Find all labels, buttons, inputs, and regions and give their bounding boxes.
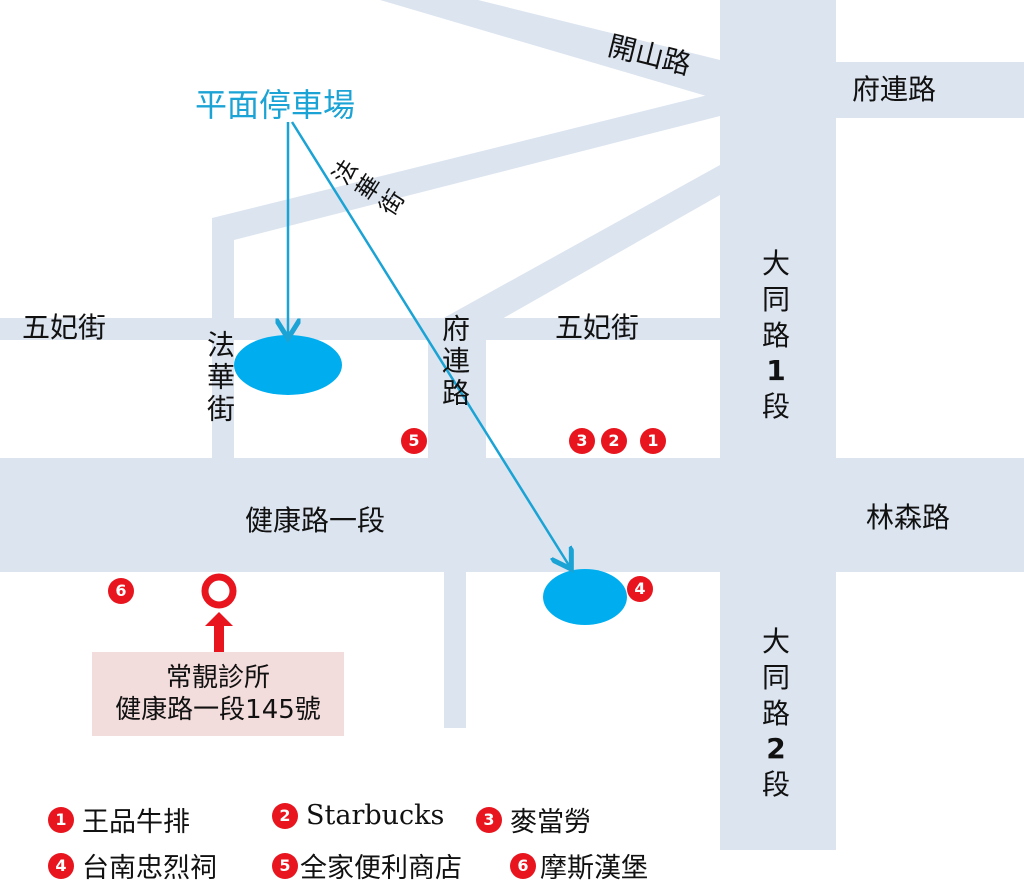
legend-label: 王品牛排 xyxy=(82,807,190,838)
road-label-linsen: 林森路 xyxy=(866,501,951,534)
parking-lot-south[interactable] xyxy=(543,569,627,625)
legend-label: 台南忠烈祠 xyxy=(82,853,217,884)
road-wufei xyxy=(0,318,720,340)
road-label-datong-2-char: 段 xyxy=(762,768,791,802)
map-badge-2[interactable]: 2 xyxy=(601,428,627,454)
clinic-address: 健康路一段145號 xyxy=(115,695,321,725)
road-label-datong-2-char: 大 xyxy=(762,625,791,658)
road-label-datong-2-char: 路 xyxy=(762,696,791,730)
legend-badge: 1 xyxy=(48,806,74,833)
road-fulian-vertical xyxy=(428,330,486,458)
legend-badge: 5 xyxy=(272,852,298,879)
parking-lot-title: 平面停車場 xyxy=(195,86,356,124)
legend-badge: 6 xyxy=(510,852,536,879)
legend-item-5: 5 全家便利商店 xyxy=(272,846,462,885)
road-fahua-diagonal xyxy=(212,92,720,240)
road-label-datong-1: 大 同 路 1 段 xyxy=(762,246,790,425)
legend-label: Starbucks xyxy=(306,800,445,831)
clinic-marker-icon[interactable] xyxy=(201,573,237,609)
road-kaishan xyxy=(380,0,720,100)
road-label-datong-2-char: 同 xyxy=(762,660,791,694)
road-label-jiankang: 健康路一段 xyxy=(245,504,386,537)
arrow-to-parking-south xyxy=(290,121,570,567)
road-label-fulian-top: 府連路 xyxy=(852,73,937,106)
road-label-datong-1-char: 同 xyxy=(762,282,791,316)
road-label-fahua-vertical: 法華街 xyxy=(203,330,236,426)
road-label-datong-2: 大 同 路 2 段 xyxy=(762,624,790,803)
clinic-marker-stem xyxy=(214,626,224,654)
road-connector-diagonal xyxy=(440,165,720,320)
road-label-datong-2-char: 2 xyxy=(766,732,786,766)
road-label-wufei-left: 五妃街 xyxy=(22,311,107,344)
legend-item-1: 1 王品牛排 xyxy=(48,800,190,839)
legend-label: 全家便利商店 xyxy=(300,853,462,884)
legend-badge: 2 xyxy=(272,802,298,829)
road-label-datong-1-char: 路 xyxy=(762,318,791,352)
legend-item-3: 3 麥當勞 xyxy=(476,800,591,839)
legend-item-2: 2 Starbucks xyxy=(272,800,444,831)
road-label-wufei-right: 五妃街 xyxy=(555,311,640,344)
clinic-name: 常靚診所 xyxy=(165,662,270,693)
clinic-marker-arrowhead xyxy=(205,612,233,626)
road-network xyxy=(0,0,1024,850)
map-badge-4[interactable]: 4 xyxy=(627,576,653,602)
legend-label: 摩斯漢堡 xyxy=(540,853,648,884)
road-label-datong-1-char: 1 xyxy=(766,354,786,388)
parking-lot-north[interactable] xyxy=(234,335,342,395)
road-fulian-top xyxy=(836,62,1024,118)
map-badge-1[interactable]: 1 xyxy=(640,428,666,454)
road-fahua-vertical xyxy=(212,218,234,458)
legend-label: 麥當勞 xyxy=(510,807,591,838)
map-badge-6[interactable]: 6 xyxy=(108,578,134,604)
legend-item-4: 4 台南忠烈祠 xyxy=(48,846,217,885)
map-badge-3[interactable]: 3 xyxy=(569,428,595,454)
road-label-datong-1-char: 大 xyxy=(762,247,791,280)
legend-badge: 4 xyxy=(48,852,74,879)
road-label-fulian-vertical: 府連路 xyxy=(438,314,471,410)
road-lane-south xyxy=(444,572,466,728)
legend-badge: 3 xyxy=(476,806,502,833)
road-jiankang xyxy=(0,458,1024,572)
legend-item-6: 6 摩斯漢堡 xyxy=(510,846,648,885)
clinic-info-box[interactable]: 常靚診所 健康路一段145號 xyxy=(92,652,344,736)
road-label-datong-1-char: 段 xyxy=(762,390,791,424)
road-datong xyxy=(720,0,836,850)
map-badge-5[interactable]: 5 xyxy=(401,428,427,454)
